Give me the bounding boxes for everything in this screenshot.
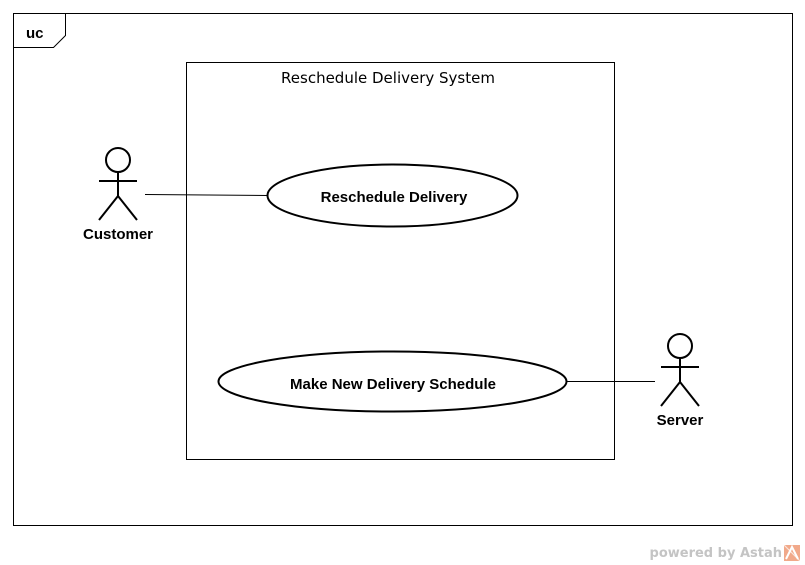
system-boundary: Reschedule Delivery System xyxy=(186,62,615,460)
association-customer-reschedule[interactable] xyxy=(144,194,269,196)
frame-border xyxy=(13,13,793,526)
use-case-label: Make New Delivery Schedule xyxy=(290,376,496,393)
stick-figure-icon[interactable] xyxy=(98,147,138,221)
actor-server[interactable]: Server xyxy=(657,333,704,429)
system-boundary-title: Reschedule Delivery System xyxy=(281,69,495,87)
uml-frame: uc xyxy=(13,13,793,526)
watermark: powered by Astah xyxy=(650,544,801,562)
actor-label: Customer xyxy=(83,226,153,243)
system-boundary-box xyxy=(186,62,615,460)
use-case-label: Reschedule Delivery xyxy=(321,189,468,206)
use-case-ellipse[interactable] xyxy=(217,350,568,413)
watermark-text: powered by Astah xyxy=(650,546,782,561)
actor-label: Server xyxy=(657,412,704,429)
frame-tag-pentagon xyxy=(13,13,66,48)
frame-tag-label: uc xyxy=(26,25,44,42)
astah-logo-icon xyxy=(783,544,801,562)
actor-customer[interactable]: Customer xyxy=(83,147,153,243)
use-case-ellipse[interactable] xyxy=(266,163,519,228)
use-case-reschedule-delivery[interactable]: Reschedule Delivery xyxy=(266,163,519,228)
stick-figure-icon[interactable] xyxy=(660,333,700,407)
use-case-make-new-delivery-schedule[interactable]: Make New Delivery Schedule xyxy=(217,350,568,413)
